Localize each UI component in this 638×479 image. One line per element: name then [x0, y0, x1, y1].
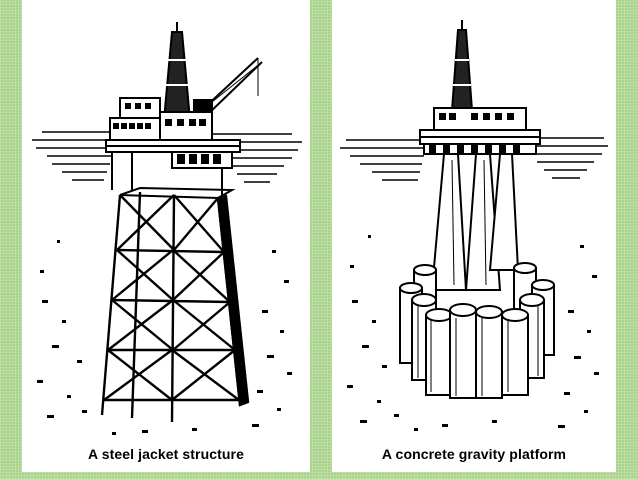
steel-jacket-caption: A steel jacket structure: [88, 446, 244, 462]
crane: [193, 57, 263, 119]
topside-deck: [105, 97, 241, 195]
seabed-specks: [347, 235, 599, 431]
concrete-shafts: [430, 153, 520, 291]
steel-jacket-illustration: [32, 22, 302, 435]
drilling-derrick: [450, 20, 474, 111]
gravity-platform-panel: A concrete gravity platform: [332, 0, 616, 472]
sea-surface-lines: [340, 137, 608, 181]
drilling-derrick: [162, 22, 192, 121]
steel-jacket: [100, 186, 250, 423]
steel-jacket-panel: A steel jacket structure: [22, 0, 310, 472]
seabed-specks: [37, 240, 292, 435]
gravity-platform-caption: A concrete gravity platform: [381, 446, 567, 462]
gravity-platform-illustration: [340, 20, 608, 431]
topside-deck: [419, 107, 541, 155]
caisson-cells: [399, 262, 555, 399]
